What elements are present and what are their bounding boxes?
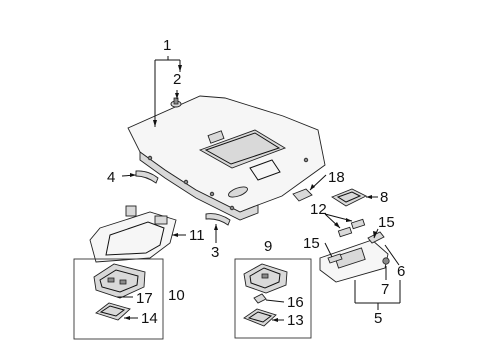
callout-8: 8 [380, 189, 388, 206]
grab-handle-center [205, 213, 231, 226]
callout-4: 4 [107, 169, 115, 186]
callout-6: 6 [397, 263, 405, 280]
console-group-9 [234, 258, 312, 339]
clip-part [170, 97, 182, 108]
visor-bracket-left [327, 253, 343, 264]
callout-14: 14 [141, 310, 158, 327]
callout-9: 9 [264, 238, 272, 255]
callout-1: 1 [163, 37, 171, 54]
callout-16: 16 [287, 294, 304, 311]
console-group-10 [73, 258, 164, 340]
callout-11: 11 [189, 227, 205, 244]
callout-17: 17 [136, 290, 153, 307]
callout-12: 12 [310, 201, 327, 218]
leader-lines [117, 56, 401, 322]
callout-15-left: 15 [303, 235, 320, 252]
callout-10: 10 [168, 287, 185, 304]
callout-5: 5 [374, 310, 382, 327]
callout-18: 18 [328, 169, 345, 186]
callout-15-top: 15 [378, 214, 395, 231]
callout-2: 2 [173, 71, 181, 88]
headliner-panel [127, 95, 326, 221]
callout-13: 13 [287, 312, 304, 329]
grab-handle-left [135, 170, 159, 184]
sun-visor [319, 231, 389, 283]
sunroof-bracket [89, 205, 177, 263]
visor-screw [382, 257, 390, 265]
callout-3: 3 [211, 244, 219, 261]
sunroof-switch-cover [292, 188, 313, 202]
visor-clips [337, 218, 366, 238]
callout-7: 7 [381, 281, 389, 298]
map-lamp-lens [331, 188, 368, 207]
